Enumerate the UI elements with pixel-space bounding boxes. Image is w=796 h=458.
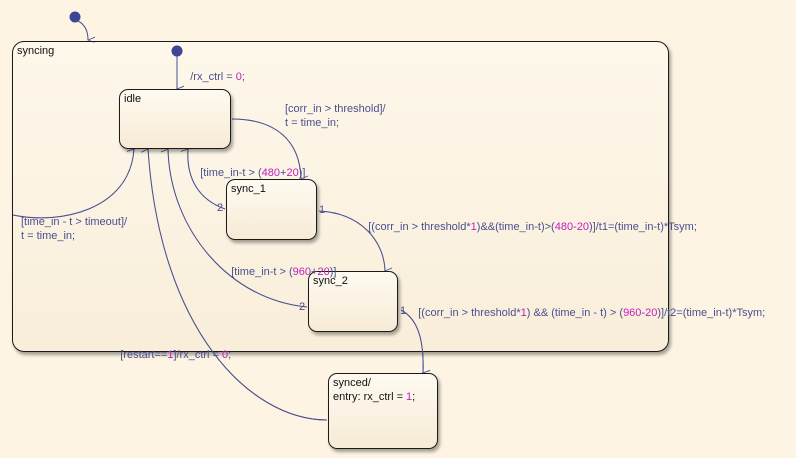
state-sync-1-name: sync_1 (231, 183, 266, 195)
state-synced[interactable]: synced/ entry: rx_ctrl = 1; (328, 373, 438, 449)
state-sync-2-name: sync_2 (313, 275, 348, 287)
label-default-inner[interactable]: /rx_ctrl = 0; (190, 71, 245, 83)
state-sync-2[interactable]: sync_2 (308, 271, 398, 332)
port-sync1-2: 2 (217, 202, 224, 214)
state-synced-name: synced/ entry: rx_ctrl = 1; (333, 377, 416, 403)
state-idle[interactable]: idle (119, 89, 231, 149)
port-sync2-2: 2 (299, 301, 306, 313)
default-transition-dot[interactable] (69, 11, 81, 23)
state-sync-1[interactable]: sync_1 (226, 179, 317, 240)
state-syncing-name: syncing (17, 45, 55, 57)
label-sync1-to-idle[interactable]: [time_in-t > (480+20)] (200, 167, 306, 179)
label-sync2-to-idle[interactable]: [time_in-t > (960+20)] (231, 266, 337, 278)
label-idle-to-sync1[interactable]: [corr_in > threshold]/ t = time_in; (285, 103, 386, 129)
default-transition-top[interactable] (77, 20, 88, 40)
port-sync1-1: 1 (319, 204, 326, 216)
label-sync2-to-synced[interactable]: [(corr_in > threshold*1) && (time_in - t… (418, 307, 766, 319)
label-timeout[interactable]: [time_in - t > timeout]/ t = time_in; (21, 216, 128, 242)
port-sync2-1: 1 (400, 305, 407, 317)
label-sync1-to-sync2[interactable]: [(corr_in > threshold*1)&&(time_in-t)>(4… (368, 221, 697, 233)
state-idle-name: idle (124, 93, 142, 105)
label-restart[interactable]: [restart==1]/rx_ctrl = 0; (120, 349, 232, 361)
